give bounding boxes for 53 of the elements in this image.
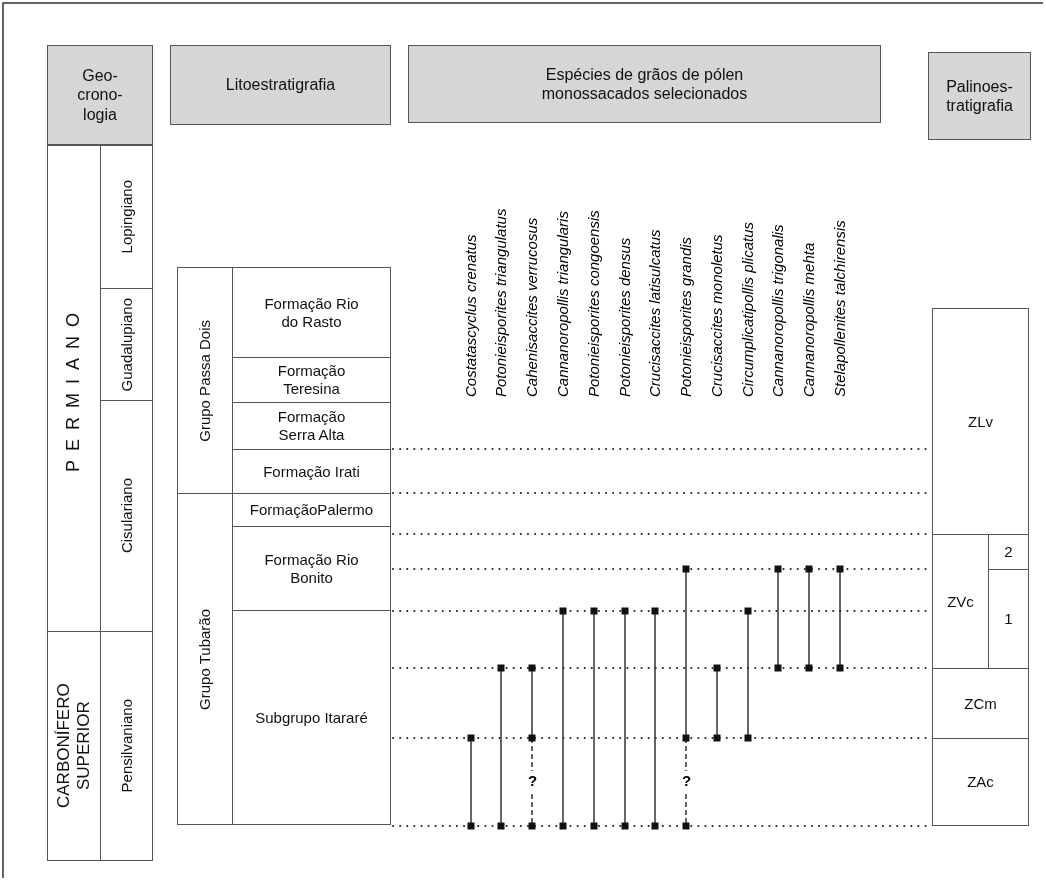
unit-box (232, 610, 391, 825)
unit-box (932, 308, 1029, 535)
period-label: Grupo Passa Dois (196, 319, 214, 442)
period-box (47, 145, 101, 632)
unit-label: Formação Rio do Rasto (264, 294, 359, 331)
period-box (177, 493, 233, 825)
unit-label: 2 (1004, 543, 1013, 561)
unit-label: Formação Serra Alta (276, 408, 347, 444)
period-box (47, 631, 101, 861)
unit-label: ZAc (967, 773, 994, 791)
unit-label: ZVc (947, 592, 974, 611)
period-label: Grupo Tubarão (196, 608, 214, 710)
header-label: Espécies de grãos de pólen monossacados selecionados (540, 64, 749, 104)
unit-label: Formação Teresina (276, 362, 347, 398)
header-box (47, 45, 153, 145)
species-name: Cannanoropollis trigonalis (770, 223, 785, 397)
unit-box (932, 668, 1029, 739)
unit-label: ZCm (964, 694, 997, 713)
unit-label: Formação Rio Bonito (264, 550, 359, 587)
species-name: Cannanoropollis mehta (801, 241, 816, 397)
header-box (170, 45, 391, 125)
unit-box (932, 738, 1029, 826)
unit-label: Formação Irati (263, 462, 360, 481)
species-name: Crucisaccites monoletus (709, 233, 724, 397)
header-label: Litoestratigrafia (225, 75, 336, 95)
species-name: Cahenisaccites verrucosus (524, 216, 539, 397)
species-name: Crucisaccites latisulcatus (647, 228, 662, 397)
species-name: Cannanoropollis triangularis (555, 210, 570, 397)
period-box (100, 145, 153, 289)
period-label: Lopingiano (117, 180, 136, 254)
unit-box (232, 267, 391, 358)
period-box (177, 267, 233, 494)
species-name: Potonieisporites grandis (678, 235, 693, 397)
species-name: Potonieisporites densus (617, 236, 632, 397)
period-label: PERMIANO (63, 304, 85, 473)
unit-label: FormaçãoPalermo (249, 501, 374, 519)
header-label: Geo- crono- logia (76, 66, 124, 124)
species-name: Circumplicatipollis plicatus (740, 220, 755, 397)
unit-label: 1 (1004, 610, 1013, 628)
period-label: Pensilvaniano (117, 699, 136, 793)
header-box (408, 45, 881, 123)
header-box (928, 52, 1031, 140)
period-label: CARBONÍFERO SUPERIOR (53, 682, 94, 811)
species-name: Potonieisporites congoensis (586, 209, 601, 397)
period-box (100, 631, 153, 861)
species-name: Costatascyclus crenatus (463, 233, 478, 397)
period-label: Cisulariano (117, 478, 136, 554)
header-label: Palinoes- tratigrafia (945, 76, 1014, 116)
unit-label: Subgrupo Itararé (255, 708, 368, 727)
species-name: Stelapollenites talchirensis (832, 219, 847, 397)
unit-label: ZLv (968, 412, 993, 431)
species-name: Potonieisporites triangulatus (493, 207, 508, 397)
period-label: Guadalupiano (117, 297, 136, 392)
